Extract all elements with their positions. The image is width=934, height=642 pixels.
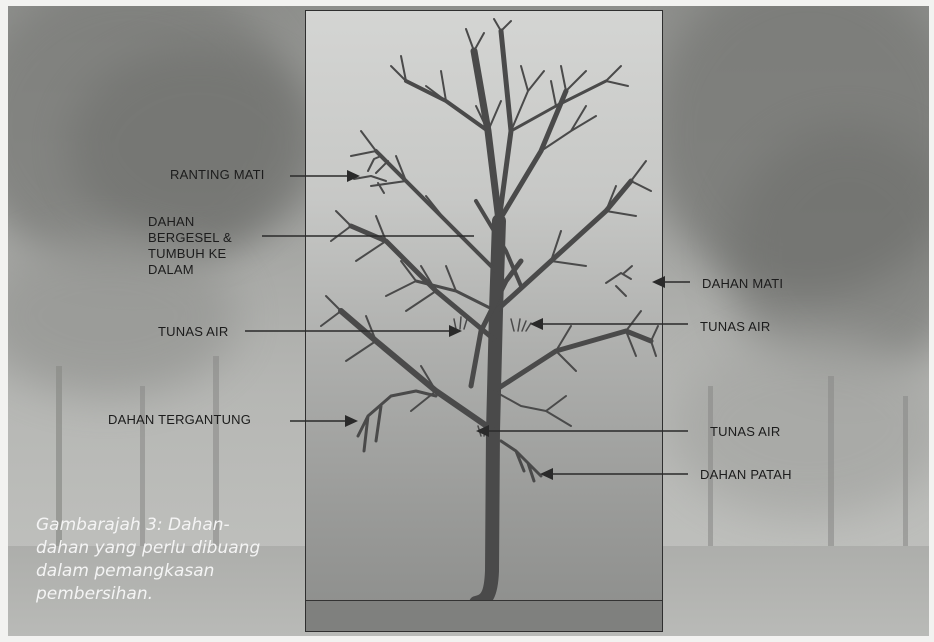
label-dahan-patah: DAHAN PATAH — [700, 467, 792, 483]
label-tunas-air-left: TUNAS AIR — [158, 324, 228, 340]
label-dahan-tergantung: DAHAN TERGANTUNG — [108, 412, 251, 428]
tree-illustration — [306, 11, 663, 632]
label-dahan-bergesel: DAHAN BERGESEL & TUMBUH KE DALAM — [148, 214, 232, 278]
label-ranting-mati: RANTING MATI — [170, 167, 265, 183]
label-dahan-mati: DAHAN MATI — [702, 276, 783, 292]
figure-caption: Gambarajah 3: Dahan- dahan yang perlu di… — [36, 514, 306, 606]
ground-strip — [306, 600, 662, 631]
label-tunas-air-right-upper: TUNAS AIR — [700, 319, 770, 335]
label-tunas-air-right-lower: TUNAS AIR — [710, 424, 780, 440]
diagram-panel — [305, 10, 663, 632]
